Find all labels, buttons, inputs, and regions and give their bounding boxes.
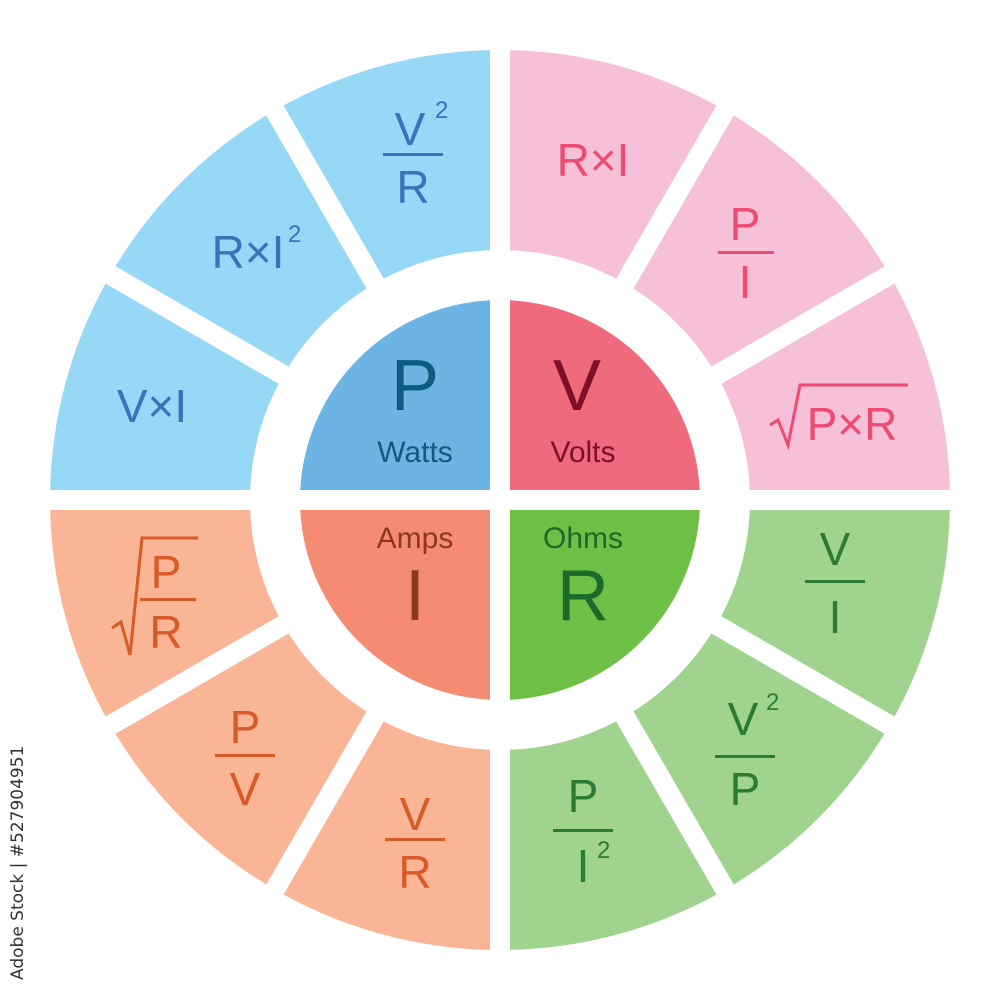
formula-denominator: I [739, 256, 752, 308]
formula-numerator: V [820, 523, 851, 575]
current-inner-quadrant [300, 500, 500, 700]
formula-numerator: V [728, 693, 759, 745]
formula-numerator: P [151, 546, 182, 598]
formula-denominator: R [149, 606, 182, 658]
resistance-inner-quadrant [500, 500, 700, 700]
fraction-bar [718, 251, 774, 254]
formula-denominator: R [398, 846, 431, 898]
fraction-bar [215, 754, 275, 757]
formula-denominator: R [396, 161, 429, 213]
voltage-unit: Volts [550, 436, 615, 469]
formula-denominator: I [577, 840, 590, 892]
current-outer-ring [50, 500, 500, 950]
fraction-bar [553, 829, 613, 832]
formula-denominator: P [730, 763, 761, 815]
power-formulas: V×I R×I 2 V 2 R [117, 97, 449, 432]
formula-numerator: P [730, 198, 761, 250]
resistance-symbol: R [557, 556, 609, 636]
formula-numerator: P [568, 770, 599, 822]
fraction-bar [385, 838, 445, 841]
formula-numerator: V [395, 103, 426, 155]
fraction-bar [383, 153, 443, 156]
formula-r-times-i-squared: R×I [212, 226, 285, 278]
square-root-icon [769, 383, 908, 451]
resistance-outer-ring [500, 500, 950, 950]
current-formulas: V R P V P R [111, 536, 445, 898]
current-unit: Amps [377, 522, 454, 555]
voltage-inner-quadrant [500, 300, 700, 500]
fraction-bar [140, 598, 196, 601]
formula-numerator: P [230, 701, 261, 753]
square-root-icon [111, 536, 198, 656]
power-inner-quadrant [300, 300, 500, 500]
segment-dividers [40, 40, 960, 960]
current-symbol: I [405, 556, 425, 636]
power-outer-ring [50, 50, 500, 500]
fraction-bar [805, 580, 865, 583]
formula-numerator: V [400, 788, 431, 840]
formula-superscript: 2 [435, 97, 448, 124]
voltage-symbol: V [553, 346, 601, 426]
formula-superscript: 2 [288, 221, 301, 248]
voltage-formulas: R×I P I P×R [557, 134, 908, 451]
power-unit: Watts [377, 436, 453, 469]
formula-sqrt-p-times-r: P×R [807, 398, 898, 450]
resistance-unit: Ohms [543, 522, 623, 555]
watermark: Adobe Stock | #527904951 [8, 745, 28, 980]
voltage-outer-ring [500, 50, 950, 500]
fraction-bar [715, 755, 775, 758]
power-symbol: P [391, 346, 439, 426]
resistance-formulas: V I V 2 P P I 2 [553, 523, 865, 892]
formula-superscript: 2 [597, 837, 610, 864]
formula-superscript: 2 [766, 689, 779, 716]
formula-denominator: V [230, 763, 261, 815]
formula-r-times-i: R×I [557, 134, 630, 186]
formula-denominator: I [829, 591, 842, 643]
formula-v-times-i: V×I [117, 380, 187, 432]
